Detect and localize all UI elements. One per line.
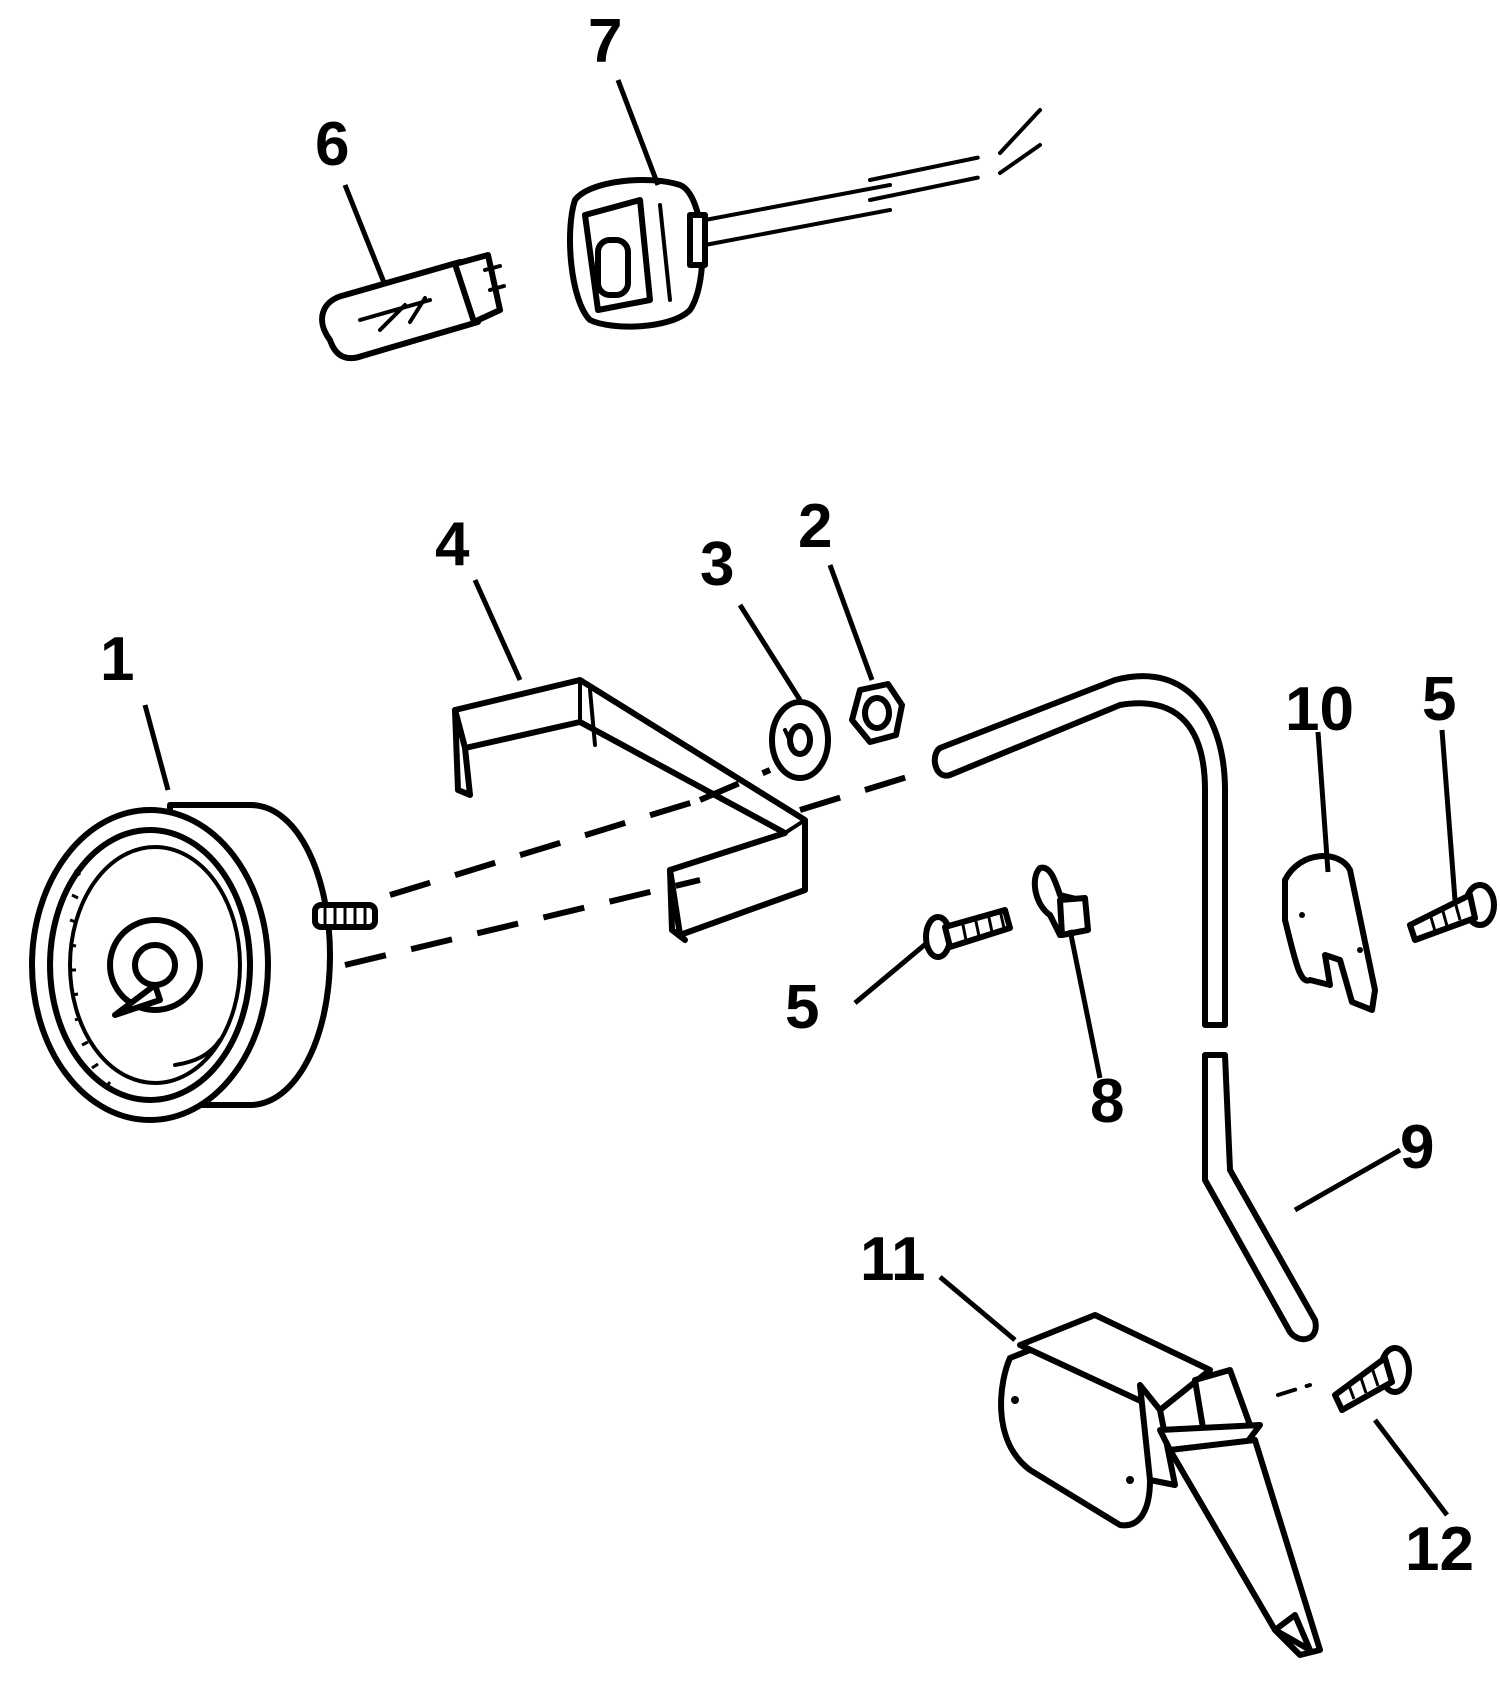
callout-12: 12 [1405,1515,1474,1584]
assembly-lines [344,767,1312,1397]
part-1-gauge [29,802,378,1123]
leader-lines [142,79,1458,1517]
callout-10: 10 [1285,675,1354,744]
callout-6: 6 [315,110,349,179]
callout-8: 8 [1090,1067,1124,1136]
part-9-tube [931,673,1319,1343]
part-8-clip [1031,864,1091,938]
callout-1: 1 [100,625,134,694]
callout-11: 11 [860,1225,926,1294]
callout-5-right: 5 [1422,665,1456,734]
callout-7: 7 [588,7,622,76]
part-5-screw-left [923,907,1013,960]
callout-5-left: 5 [785,973,819,1042]
part-12-screw [1332,1345,1412,1413]
part-4-bracket [452,677,808,943]
part-2-nut [849,681,905,745]
part-6-bulb [319,252,506,362]
callout-2: 2 [798,492,832,561]
callout-3: 3 [700,530,734,599]
part-11-switch [998,1312,1323,1658]
part-7-socket-with-wires [567,108,1042,330]
part-10-plate [1282,853,1378,1013]
part-5-screw-right [1407,882,1497,943]
callout-9: 9 [1400,1113,1434,1182]
callout-4: 4 [435,510,470,579]
callouts: 1 2 3 4 5 5 6 7 8 9 10 11 12 [100,7,1474,1584]
part-3-lock-washer [769,699,831,781]
